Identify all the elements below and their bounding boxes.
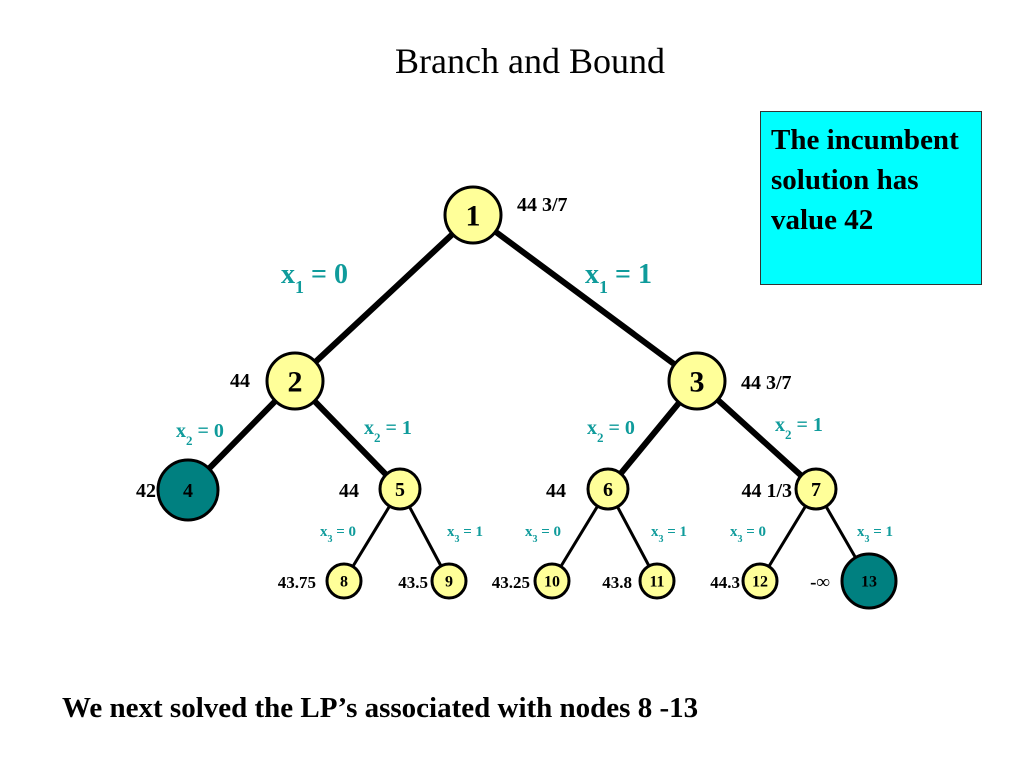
node-1-bound: 44 3/7: [517, 194, 568, 216]
node-12-label: 12: [752, 574, 768, 591]
branch-label-5-9: x3 = 1: [447, 524, 483, 545]
node-4-bound: 42: [136, 480, 156, 502]
node-8-label: 8: [340, 574, 348, 591]
node-4: [156, 458, 220, 522]
node-3-bound: 44 3/7: [741, 372, 792, 394]
node-2-bound: 44: [230, 370, 250, 392]
slide-title: Branch and Bound: [395, 41, 665, 81]
node-5-bound: 44: [339, 480, 359, 502]
node-10: [533, 562, 571, 600]
node-7-bound: 44 1/3: [741, 480, 792, 502]
node-9: [430, 562, 468, 600]
branch-label-5-8: x3 = 0: [320, 524, 356, 545]
node-11-label: 11: [649, 574, 664, 591]
node-11-bound: 43.8: [602, 573, 632, 592]
node-8-bound: 43.75: [278, 573, 316, 592]
node-2-label: 2: [288, 366, 303, 399]
node-4-label: 4: [183, 480, 193, 502]
node-5-label: 5: [395, 479, 405, 501]
branch-label-7-12: x3 = 0: [730, 524, 766, 545]
node-12-bound: 44.3: [710, 573, 740, 592]
node-6-label: 6: [603, 479, 613, 501]
node-10-bound: 43.25: [492, 573, 530, 592]
node-11: [638, 562, 676, 600]
node-13-label: 13: [861, 574, 877, 591]
node-3: [667, 351, 727, 411]
node-7: [794, 467, 838, 511]
edge-1-3: [470, 212, 700, 384]
node-3-label: 3: [690, 366, 705, 399]
branch-label-3-7: x2 = 1: [775, 414, 823, 442]
branch-label-2-5: x2 = 1: [364, 417, 412, 445]
node-10-label: 10: [544, 574, 560, 591]
node-6-bound: 44: [546, 480, 566, 502]
edge-1-2: [292, 212, 476, 384]
branch-label-6-11: x3 = 1: [651, 524, 687, 545]
node-1: [443, 185, 503, 245]
branch-label-6-10: x3 = 0: [525, 524, 561, 545]
branch-label-2-4: x2 = 0: [176, 420, 224, 448]
branch-label-3-6: x2 = 0: [587, 417, 635, 445]
node-12: [741, 562, 779, 600]
node-13: [840, 552, 898, 610]
incumbent-box: The incumbent solution has value 42: [760, 111, 982, 285]
branch-label-7-13: x3 = 1: [857, 524, 893, 545]
slide-caption: We next solved the LP’s associated with …: [62, 692, 699, 724]
node-2: [265, 351, 325, 411]
node-7-label: 7: [811, 479, 821, 501]
branch-label-1-3: x1 = 1: [585, 259, 652, 297]
node-5: [378, 467, 422, 511]
node-9-label: 9: [445, 574, 453, 591]
node-8: [325, 562, 363, 600]
node-9-bound: 43.5: [398, 573, 428, 592]
node-6: [586, 467, 630, 511]
node-1-label: 1: [466, 200, 481, 233]
branch-label-1-2: x1 = 0: [281, 259, 348, 297]
node-13-bound: -∞: [810, 572, 830, 593]
